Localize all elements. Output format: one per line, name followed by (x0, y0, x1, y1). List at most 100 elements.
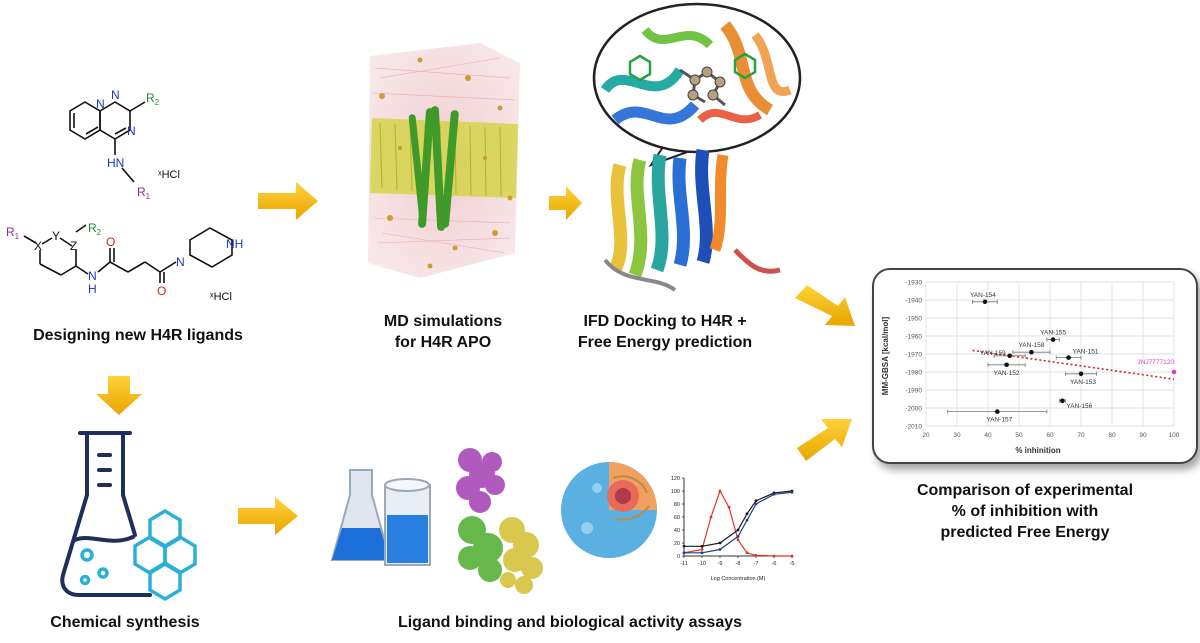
y-tick-label: -1940 (905, 298, 922, 305)
data-point (1007, 353, 1012, 359)
series-point (772, 554, 776, 558)
caption-comparison-line2: % of inhibition with (951, 503, 1099, 520)
series-point (700, 548, 704, 551)
series-point (745, 551, 749, 555)
x-tick-label: 20 (922, 432, 930, 439)
s1-hn: HN (107, 156, 124, 170)
x-tick-label: 80 (1108, 432, 1116, 439)
data-point (1004, 362, 1009, 368)
series-point (718, 489, 722, 493)
x-tick-label: -7 (754, 561, 759, 567)
point-label: YAN-153 (1070, 379, 1096, 386)
series-point (754, 502, 758, 506)
x-tick-label: 60 (1046, 432, 1054, 439)
series-point (727, 505, 731, 509)
y-tick-label: 120 (671, 476, 680, 482)
arrow-synthesis-to-assays (238, 497, 298, 535)
scatter-xlabel: % inhinition (1015, 446, 1060, 455)
caption-ifd: IFD Docking to H4R + Free Energy predict… (570, 311, 760, 353)
s2-n-amide: N (88, 269, 97, 283)
x-tick-label: 30 (953, 432, 961, 439)
scatter-card: -1930-1940-1950-1960-1970-1980-1990-2000… (872, 268, 1198, 464)
series-point (682, 551, 686, 555)
ifd-docking-image (592, 2, 802, 292)
y-tick-label: -2000 (905, 406, 922, 413)
s2-nh: NH (226, 237, 243, 251)
x-tick-label: 50 (1015, 432, 1023, 439)
series-point (745, 512, 749, 516)
series-point (718, 548, 722, 551)
s2-y: Y (52, 229, 60, 243)
s2-h-amide: H (88, 282, 97, 296)
point-label: YAN-159 (980, 350, 1006, 357)
caption-design: Designing new H4R ligands (33, 327, 243, 344)
dose-response-xlabel: Log Concentration (M) (711, 576, 766, 582)
series-point (709, 515, 713, 519)
y-tick-label: -1960 (905, 334, 922, 341)
s2-o1: O (106, 235, 115, 249)
cell-image (561, 462, 657, 558)
point-label: YAN-156 (1066, 403, 1092, 410)
caption-md-line1: MD simulations (383, 313, 503, 330)
point-label: JNJ7777120 (1138, 359, 1175, 366)
chemical-structures: N N N R2 HN ˣHCl R1 R1 X Y Z R2 O N H O … (6, 88, 243, 303)
series-point (700, 551, 704, 555)
series-point (736, 535, 740, 538)
series-point (700, 544, 704, 548)
caption-md-line2: for H4R APO (394, 334, 492, 351)
y-tick-label: -2010 (905, 424, 922, 431)
series-point (772, 492, 776, 496)
y-tick-label: 60 (674, 515, 680, 521)
caption-assays: Ligand binding and biological activity a… (397, 614, 743, 631)
flask-icon (60, 431, 197, 602)
series-point (682, 544, 686, 548)
x-tick-label: 100 (1169, 432, 1180, 439)
series-line (684, 490, 793, 547)
point-label: YAN-158 (1018, 342, 1044, 349)
y-tick-label: -1930 (905, 280, 922, 287)
arrow-design-to-synthesis (96, 376, 142, 415)
s1-n-mid: N (127, 124, 136, 138)
y-tick-label: 40 (674, 528, 680, 534)
mmgbsa-scatter-chart: -1930-1940-1950-1960-1970-1980-1990-2000… (881, 280, 1180, 456)
series-point (718, 541, 722, 545)
point-label: YAN-157 (986, 417, 1012, 424)
s2-n-pip: N (176, 255, 185, 269)
s2-x: X (34, 239, 42, 253)
series-point (736, 528, 740, 532)
data-point (1171, 369, 1177, 375)
data-point (982, 299, 988, 305)
s2-hcl: ˣHCl (210, 291, 232, 303)
s2-z: Z (70, 239, 77, 253)
structure-pyridopyrimidine (69, 101, 146, 183)
series-point (754, 499, 758, 503)
series-line (684, 491, 793, 554)
caption-synthesis: Chemical synthesis (50, 614, 200, 631)
s1-r1: R1 (137, 185, 151, 201)
y-tick-label: -1970 (905, 352, 922, 359)
caption-ifd-line1: IFD Docking to H4R + (583, 313, 747, 330)
caption-ifd-line2: Free Energy prediction (577, 334, 753, 351)
structure-piperazine-amide (23, 224, 233, 283)
s2-r1: R1 (6, 225, 20, 241)
s1-hcl: ˣHCl (158, 169, 180, 181)
x-tick-label: -10 (698, 561, 706, 567)
point-label: YAN-154 (970, 292, 996, 299)
arrow-assays-to-comparison (797, 419, 852, 461)
y-tick-label: -1950 (905, 316, 922, 323)
series-point (790, 490, 794, 494)
series-line (683, 489, 792, 557)
arrow-md-to-ifd (549, 186, 582, 220)
data-point (1066, 355, 1071, 360)
s2-r2: R2 (88, 221, 102, 237)
y-tick-label: -1980 (905, 370, 922, 377)
x-tick-label: 70 (1077, 432, 1085, 439)
x-tick-label: 90 (1139, 432, 1147, 439)
series-point (745, 518, 749, 522)
data-point (1078, 371, 1084, 377)
s2-o2: O (157, 284, 166, 298)
arrow-ifd-to-comparison (795, 285, 855, 326)
caption-comparison: Comparison of experimental % of inhibiti… (895, 480, 1155, 543)
